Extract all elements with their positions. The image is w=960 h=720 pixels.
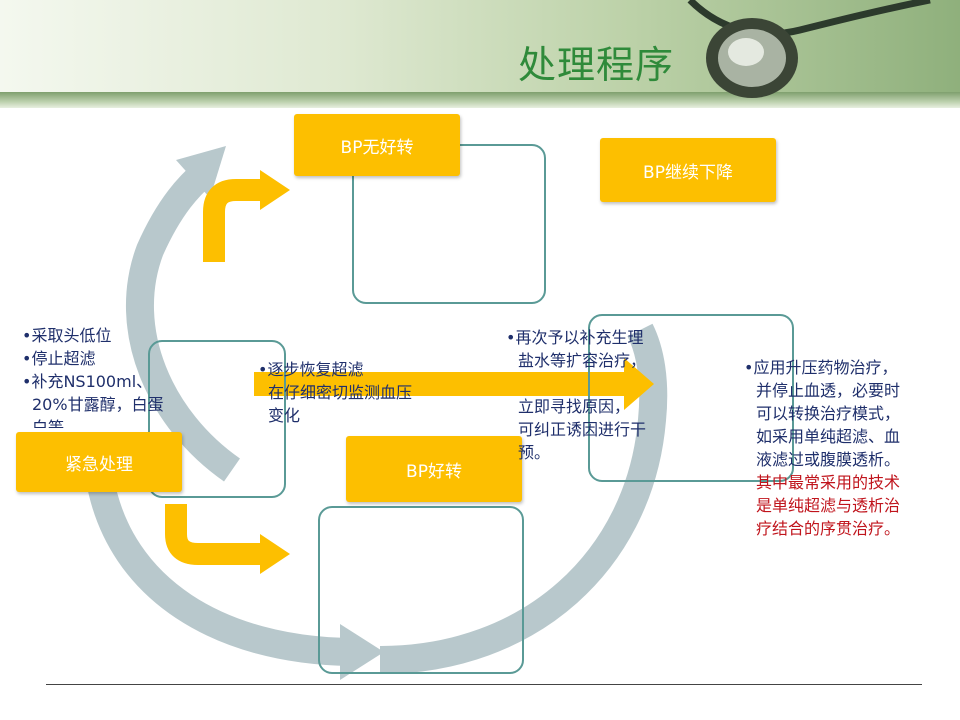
label-bp-not-improved: BP无好转	[294, 114, 460, 176]
label-bp-improved: BP好转	[346, 436, 522, 502]
box-bp-improved	[318, 506, 524, 674]
header-band	[0, 92, 960, 108]
text-volume-expansion: •再次予以补充生理 盐水等扩容治疗， 立即寻找原因， 可纠正诱因进行干 预。	[506, 328, 647, 462]
box-bp-continue-drop	[588, 314, 794, 482]
circle-arrow-right	[379, 323, 668, 674]
footer-divider	[46, 684, 922, 685]
label-bp-continue-drop: BP继续下降	[600, 138, 776, 202]
circle-arrow-left-head	[176, 146, 226, 198]
label-emergency: 紧急处理	[16, 432, 182, 492]
orange-bent-arrow-down-head	[260, 534, 290, 574]
page-title: 处理程序	[518, 43, 675, 87]
orange-bent-arrow-down	[165, 504, 262, 565]
box-emergency	[148, 340, 286, 498]
text-vasopressor-treatment: •应用升压药物治疗， 并停止血透，必要时 可以转换治疗模式， 如采用单纯超滤、血…	[744, 358, 901, 538]
orange-long-arrow-head	[624, 358, 654, 410]
orange-bent-arrow-up	[203, 179, 262, 262]
text-restore-ultrafiltration: •逐步恢复超滤 在仔细密切监测血压 变化	[258, 360, 413, 425]
stethoscope-icon	[687, 0, 931, 98]
circle-arrow-bottom	[86, 477, 351, 666]
header-banner	[0, 0, 960, 108]
text-emergency-measures: •采取头低位 •停止超滤 •补充NS100ml、 20%甘露醇，白蛋 白等	[22, 326, 164, 428]
circle-arrow-bottom-head	[340, 624, 384, 680]
orange-bent-arrow-up-head	[260, 170, 290, 210]
orange-long-arrow	[254, 372, 626, 396]
circle-arrow-left	[125, 161, 241, 482]
